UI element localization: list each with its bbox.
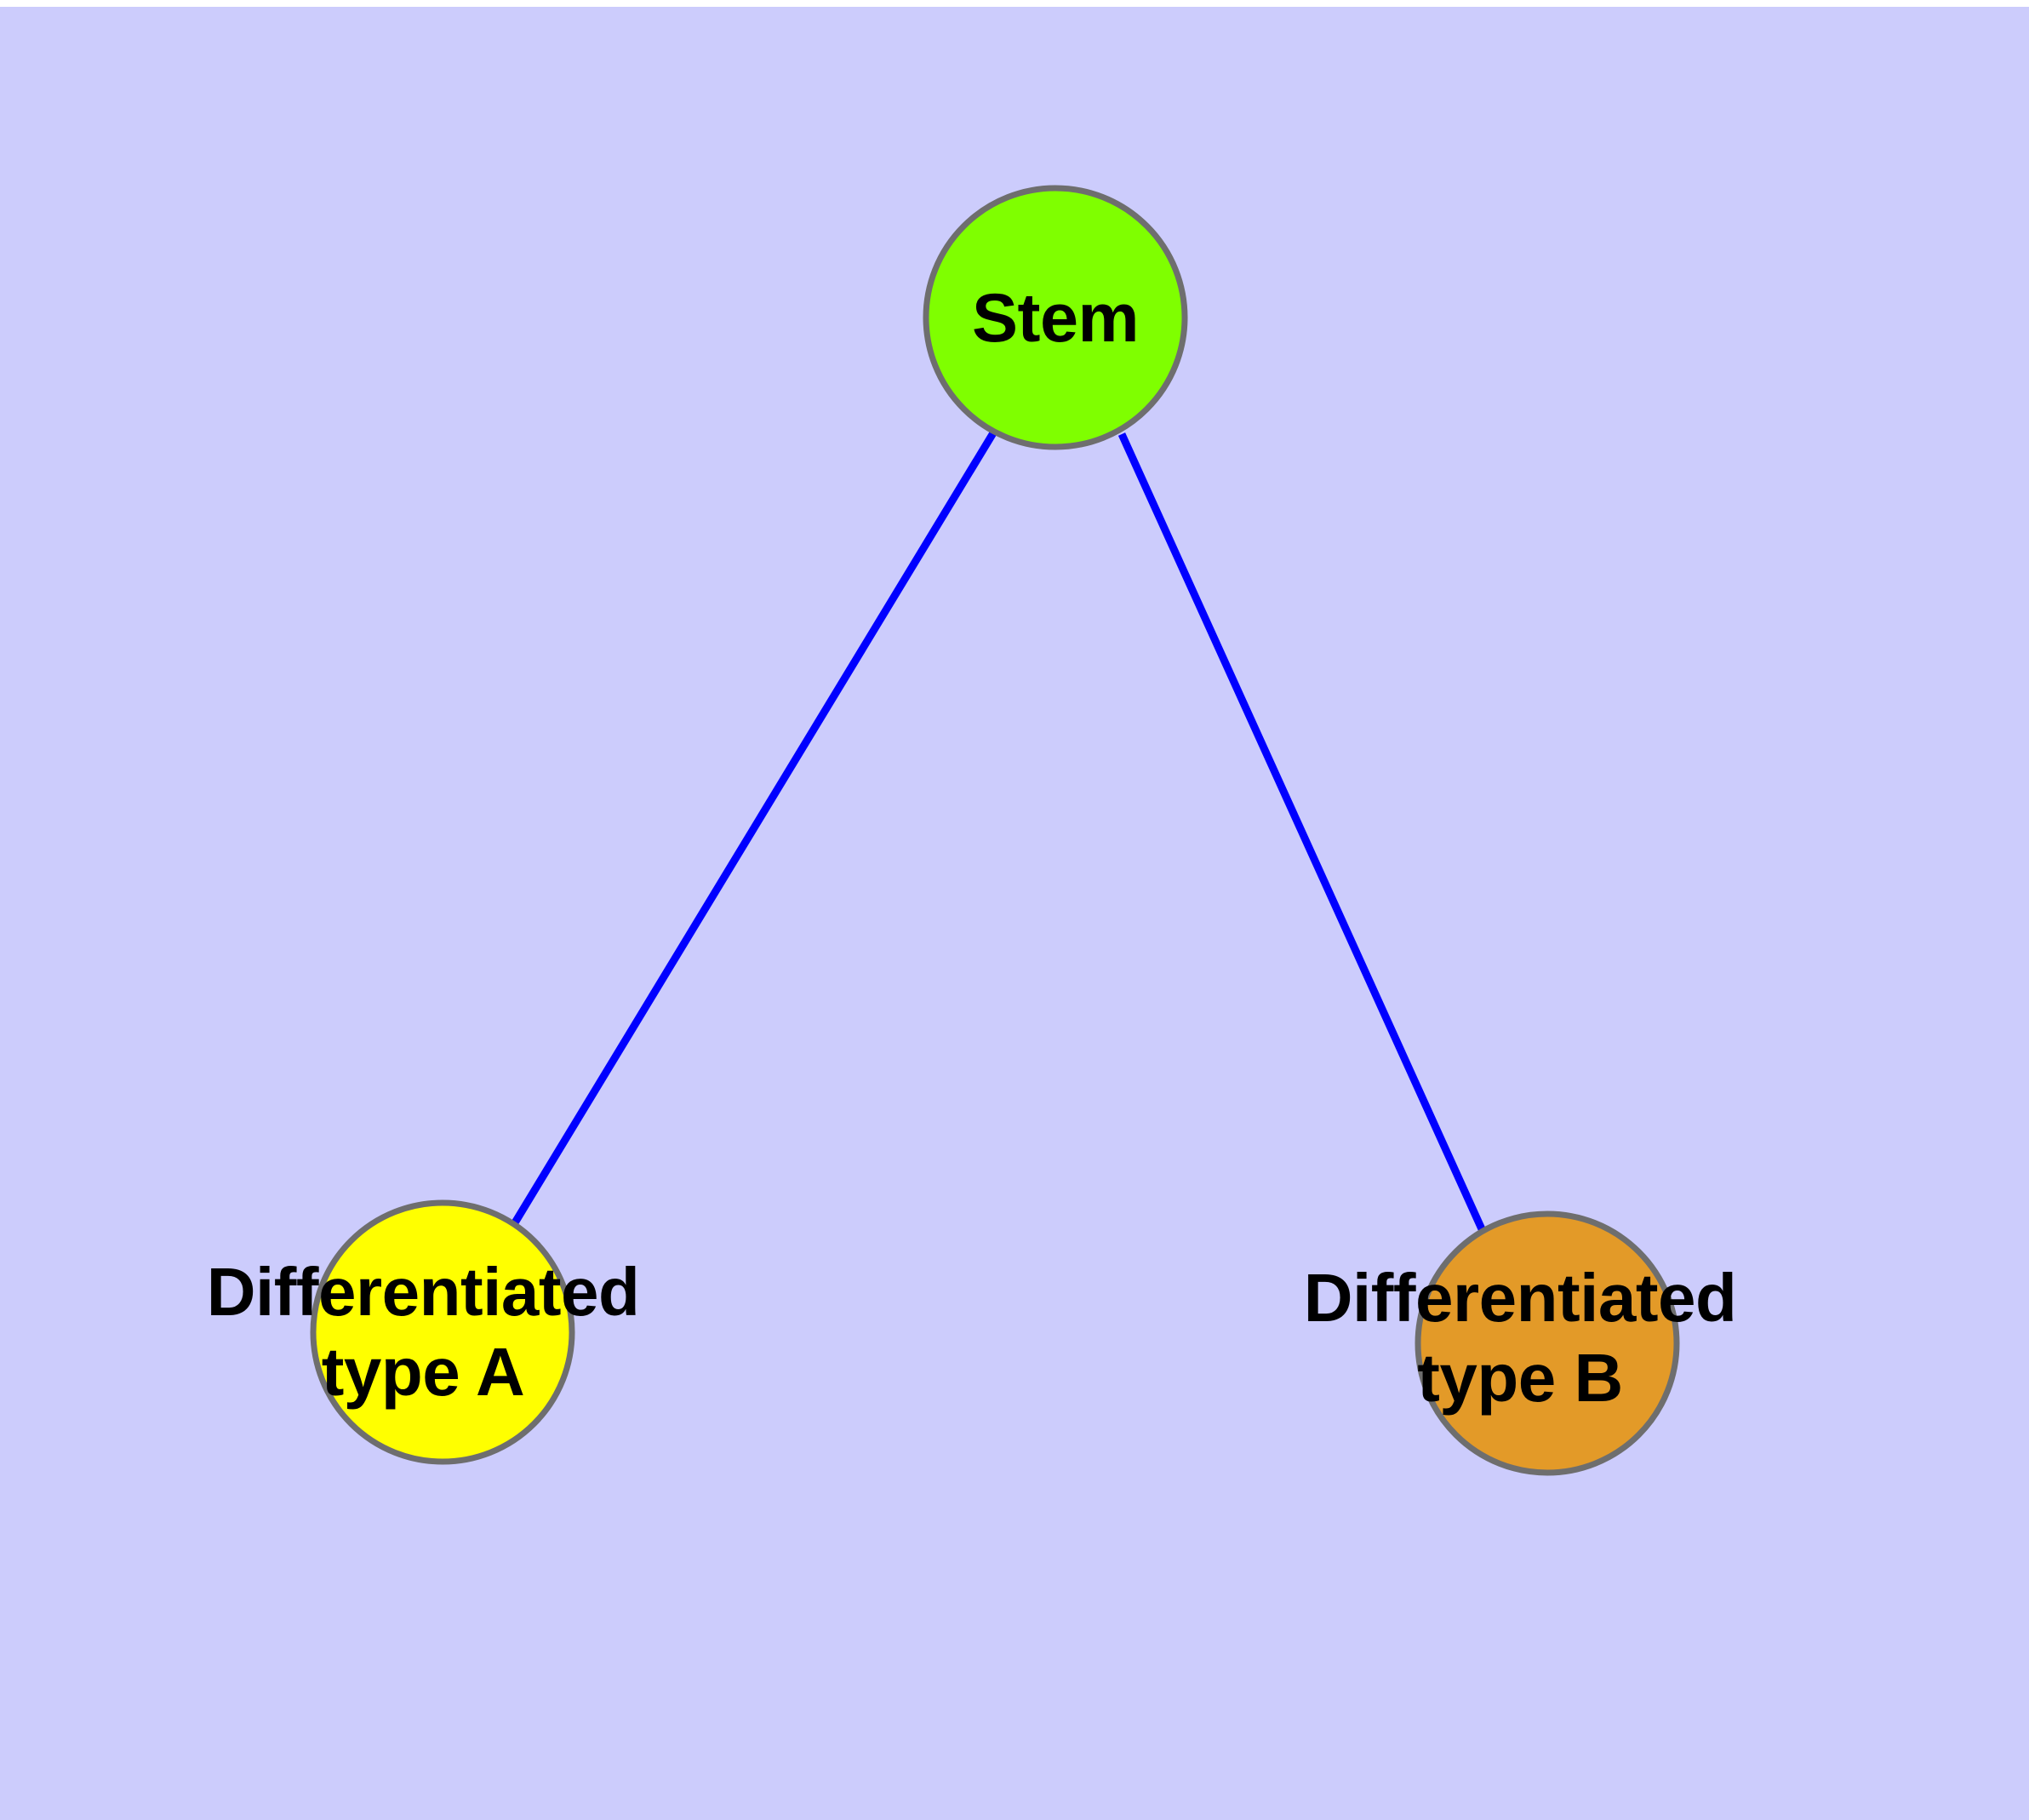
nodes-group — [310, 185, 1680, 1476]
node-circle-stem[interactable] — [923, 185, 1188, 450]
edges-group — [511, 429, 1487, 1233]
edge-stem-diff-a[interactable] — [511, 429, 997, 1227]
node-circle-diff_a[interactable] — [310, 1199, 575, 1465]
edge-stem-diff-b[interactable] — [1117, 432, 1487, 1233]
node-circle-diff_b[interactable] — [1415, 1210, 1680, 1476]
graph-svg — [310, 185, 1680, 1476]
